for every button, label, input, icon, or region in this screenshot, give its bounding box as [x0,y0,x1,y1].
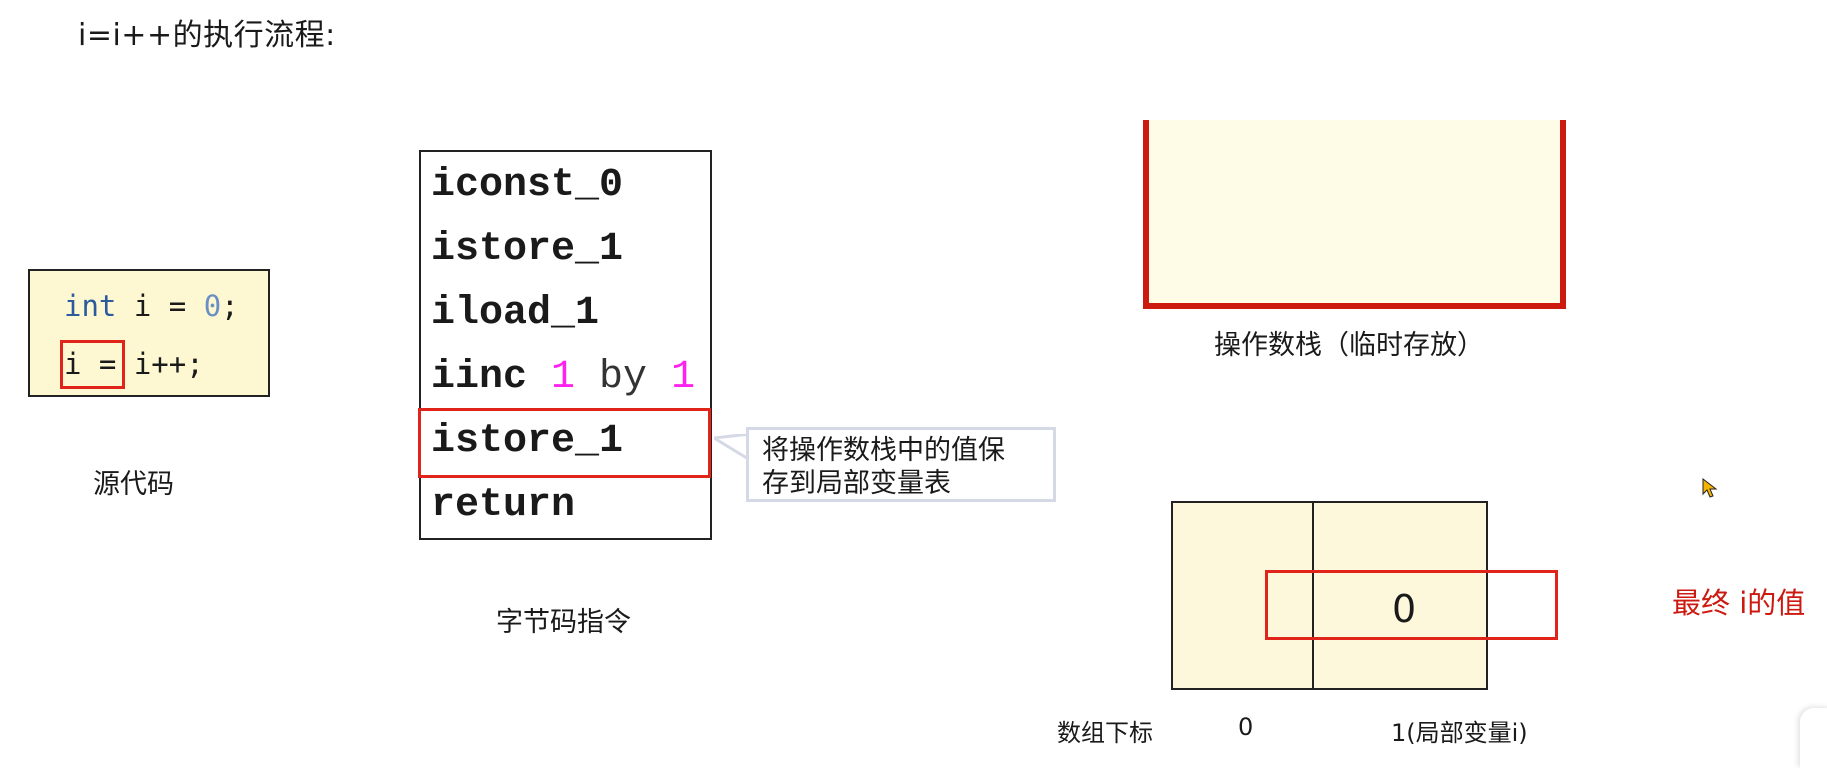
operand-stack [1143,120,1566,309]
assignment-target: i = [64,347,117,381]
bytecode-line-highlighted: istore_1 [431,419,624,464]
source-code-box: int i = 0; i = i++; [28,269,270,397]
operand-index: 1 [551,355,576,400]
page-title: i=i++的执行流程: [78,18,336,53]
operand-increment: 1 [671,355,696,400]
code-text: i++; [116,347,204,381]
literal-zero: 0 [203,289,222,323]
bytecode-line-iinc: iinc 1 by 1 [431,358,695,398]
bytecode-line: iconst_0 [431,163,624,208]
index-label: 数组下标 [1057,719,1153,747]
operand-stack-label: 操作数栈（临时存放） [1214,330,1484,361]
operand-by: by [575,355,672,400]
bytecode-line: istore_1 [431,227,624,272]
keyword-int: int [64,289,117,323]
floating-widget[interactable] [1800,708,1827,768]
callout-text-line-2: 存到局部变量表 [762,468,951,499]
instruction-callout: 将操作数栈中的值保 存到局部变量表 [746,427,1056,502]
slot-divider [1312,503,1314,688]
slot-1-value: 0 [1392,587,1417,631]
final-value-highlight [1265,570,1558,640]
local-variable-table [1171,501,1488,690]
mouse-cursor-icon [1702,478,1718,498]
callout-text-line-1: 将操作数栈中的值保 [762,435,1005,466]
opcode: iinc [431,355,552,400]
assignment-highlight-box [60,340,125,389]
bytecode-box: iconst_0 istore_1 iload_1 iinc 1 by 1 is… [418,150,712,540]
code-text: ; [221,289,239,323]
current-instruction-highlight [418,408,711,478]
slot-1-index: 1(局部变量i) [1391,719,1528,747]
source-line-2: i = i++; [64,347,204,381]
slot-0-index: 0 [1238,713,1254,741]
final-value-label: 最终 i的值 [1672,586,1806,620]
bytecode-line: iload_1 [431,291,600,336]
code-text: i = [116,289,204,323]
source-line-1: int i = 0; [64,289,239,323]
source-code-label: 源代码 [93,469,174,500]
bytecode-label: 字节码指令 [496,607,631,638]
bytecode-line: return [431,483,576,528]
